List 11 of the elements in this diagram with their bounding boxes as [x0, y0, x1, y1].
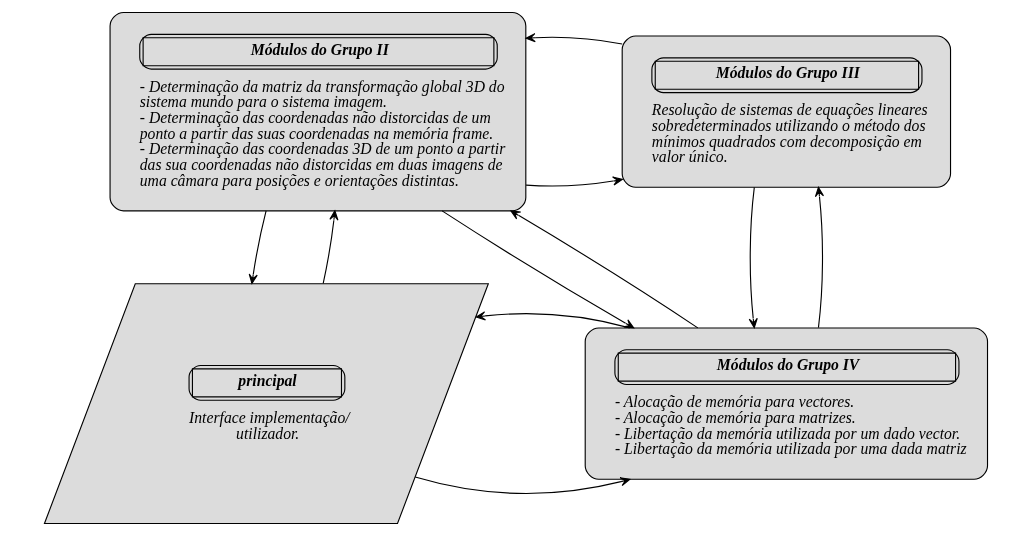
arrow: [748, 186, 758, 329]
node-box: Módulos do Grupo II - Determinação da matriz da transformação global 3D do sistema mundo para o sistema imagem. - Determinação das coordenadas não distorcidas de um ponto a partir das suas coordenadas na memória frame. - Determinação das coordenadas 3D de um ponto a partir das sua coordenadas não distorcidas em duas imagens de uma câmara para posições e orientações distintas.: [109, 11, 527, 212]
arrow: [525, 176, 623, 187]
node-box: Módulos do Grupo III Resolução de sistemas de equações lineares sobredeterminados utilizando o método dos mínimos quadrados com decomposição em valor único.: [621, 35, 952, 188]
arrow: [322, 210, 339, 284]
arrow: [814, 186, 824, 329]
arrow: [525, 33, 623, 45]
arrow: [475, 311, 631, 329]
arrow: [414, 476, 631, 494]
arrow: [248, 210, 267, 284]
node-box: Módulos do Grupo IV - Alocação de memória para vectores. - Alocação de memória para matrizes. - Libertação da memória utilizada por um dado vector. - Libertação da memória utilizada por uma dada matriz: [584, 327, 989, 480]
